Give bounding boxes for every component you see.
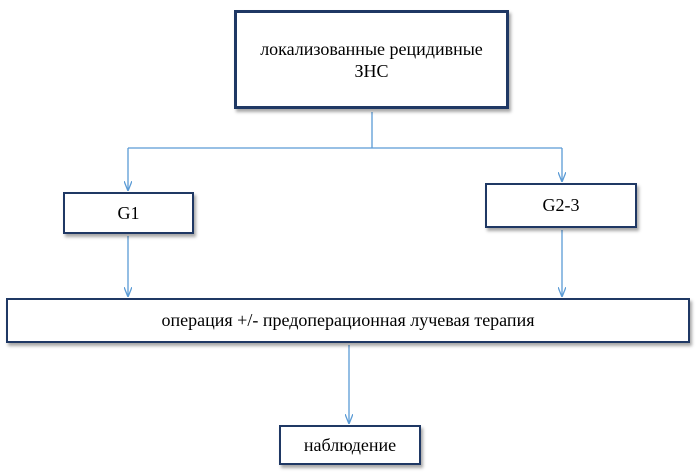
node-observation-label: наблюдение [303,434,397,455]
node-recurrent-tumors: локализованные рецидивные ЗНС [234,10,509,109]
node-g1: G1 [63,192,194,234]
node-g2-3-label: G2-3 [542,195,580,215]
node-g1-label: G1 [117,202,140,223]
node-observation: наблюдение [279,425,421,465]
node-operation-label: операция +/- предоперационная лучевая те… [161,310,535,330]
node-recurrent-tumors-label: локализованные рецидивные ЗНС [260,38,483,81]
node-operation: операция +/- предоперационная лучевая те… [6,298,690,343]
node-g2-3: G2-3 [485,183,637,228]
